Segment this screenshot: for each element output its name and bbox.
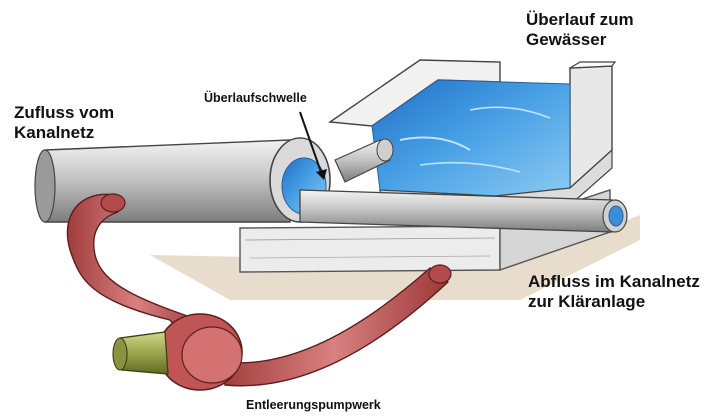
- overflow-label-line2: Gewässer: [526, 30, 634, 50]
- overflow-label-line1: Überlauf zum: [526, 10, 634, 30]
- pump-unit: [113, 314, 242, 390]
- outflow-label-line2: zur Kläranlage: [528, 292, 700, 312]
- inflow-label-line2: Kanalnetz: [14, 123, 114, 143]
- inflow-label-line1: Zufluss vom: [14, 103, 114, 123]
- overflow-basin: [330, 60, 615, 205]
- inflow-label: Zufluss vom Kanalnetz: [14, 103, 114, 143]
- overflow-to-water-label: Überlauf zum Gewässer: [526, 10, 634, 50]
- weir-label: Überlaufschwelle: [204, 91, 307, 106]
- outflow-label: Abfluss im Kanalnetz zur Kläranlage: [528, 272, 700, 312]
- outflow-label-line1: Abfluss im Kanalnetz: [528, 272, 700, 292]
- pump-station-label: Entleerungspumpwerk: [246, 398, 381, 413]
